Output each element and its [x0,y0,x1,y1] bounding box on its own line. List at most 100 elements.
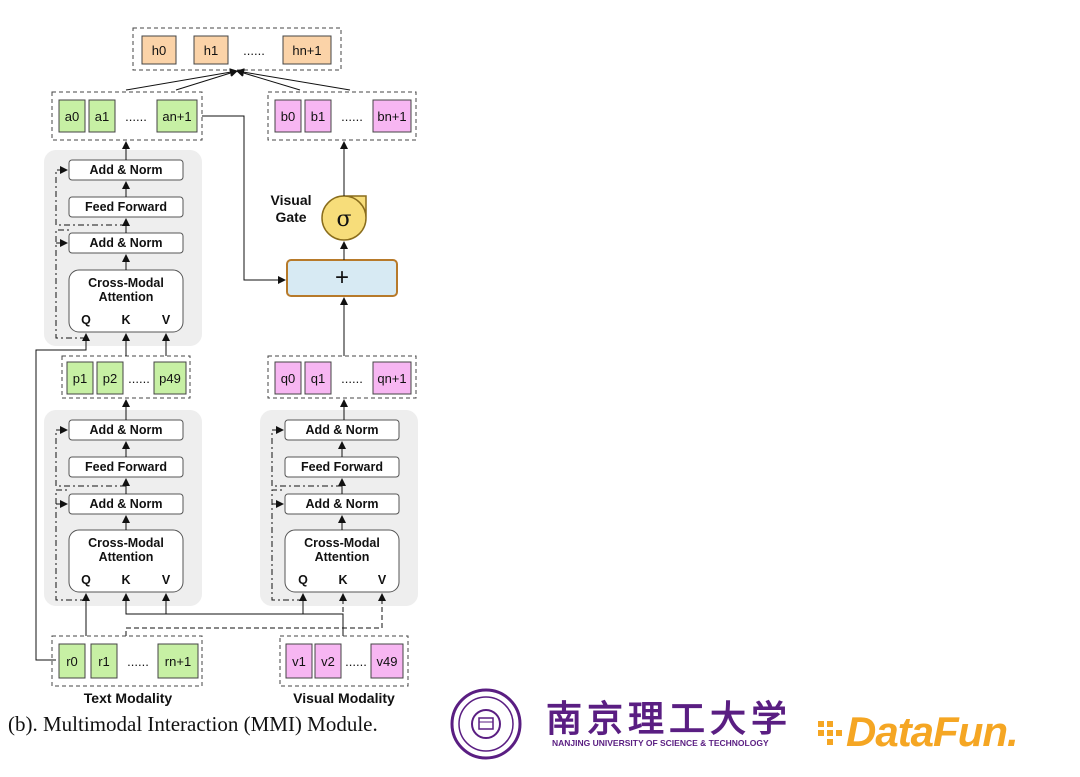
cma-label: Attention [99,550,154,564]
cma-label: Attention [315,550,370,564]
h-token-label: hn+1 [292,43,321,58]
a-token-group [51,91,203,141]
arrow [125,68,238,91]
cma-label: Cross-Modal [88,536,164,550]
h-token-label: h0 [152,43,166,58]
k-label: K [121,313,130,327]
b-token [304,99,332,133]
q-token-label: qn+1 [377,371,406,386]
b-token-label: b1 [311,109,325,124]
q-label: Q [81,573,91,587]
b-ellipsis: ...... [341,109,363,124]
v-token [285,643,313,679]
q-ellipsis: ...... [341,371,363,386]
a-token [58,99,86,133]
b-token-label: b0 [281,109,295,124]
cma-label: Cross-Modal [304,536,380,550]
p-token-label: p1 [73,371,87,386]
datafun-logo-text: DataFun. [846,708,1019,755]
a-ellipsis: ...... [125,109,147,124]
k-label: K [121,573,130,587]
r-token-label: r1 [98,654,110,669]
v-label: V [162,573,171,587]
p-token [66,361,94,395]
q-label: Q [81,313,91,327]
p-token-label: p2 [103,371,117,386]
visual-gate-icon [321,195,367,241]
r-token-label: r0 [66,654,78,669]
a-token [88,99,116,133]
university-name-en: NANJING UNIVERSITY OF SCIENCE & TECHNOLO… [552,738,769,748]
sigma-symbol: σ [336,207,351,232]
b-token-group [267,91,417,141]
b-token [372,99,412,133]
h-token [141,35,177,65]
university-seal-logo [450,688,522,760]
university-name-cn: 南京理工大学 [546,698,793,740]
visual-modality-label: Visual Modality [293,690,395,706]
cma-label: Cross-Modal [88,276,164,290]
k-label: K [338,573,347,587]
residual-line [55,426,126,487]
fusion-plus: + [335,264,349,291]
b-token-label: bn+1 [377,109,406,124]
r-token-label: rn+1 [165,654,191,669]
arrow [122,593,344,636]
v-token [370,643,404,679]
b-token [274,99,302,133]
residual-line [55,166,126,226]
v-ellipsis: ...... [345,654,367,669]
v-token-label: v1 [292,654,306,669]
v-token-label: v2 [321,654,335,669]
q-token [274,361,302,395]
dashed-connection [125,593,386,636]
h-token [193,35,229,65]
q-label: Q [298,573,308,587]
feed-forward-label: Feed Forward [301,460,383,474]
add-norm-label: Add & Norm [90,497,163,511]
q-token-label: q1 [311,371,325,386]
add-norm-box [284,419,400,441]
p-ellipsis: ...... [128,371,150,386]
a-token [156,99,198,133]
visual-gate-label: Visual [271,192,312,208]
feed-forward-label: Feed Forward [85,200,167,214]
v-label: V [162,313,171,327]
add-norm-label: Add & Norm [90,423,163,437]
h-token [282,35,332,65]
residual-line [271,489,303,601]
h-token-label: h1 [204,43,218,58]
q-token-label: q0 [281,371,295,386]
q-token [304,361,332,395]
datafun-logo: DataFun. [816,708,1019,756]
arrow [236,68,351,91]
residual-line [55,229,86,339]
a-token-label: a0 [65,109,79,124]
add-norm-label: Add & Norm [90,163,163,177]
visual-gate-label: Gate [275,209,306,225]
text-modality-label: Text Modality [84,690,173,706]
v-token [314,643,342,679]
v-token-label: v49 [377,654,398,669]
r-token [157,643,199,679]
v-token-group [279,635,409,687]
arrow [175,69,238,91]
p-token [153,361,187,395]
arrow [236,69,301,91]
r-ellipsis: ...... [127,654,149,669]
r-token [58,643,86,679]
a-token-label: an+1 [162,109,191,124]
p-token [96,361,124,395]
residual-line [55,489,86,601]
datafun-dots-icon [818,721,842,745]
p-token-label: p49 [159,371,181,386]
arrow [202,115,286,284]
r-token [90,643,118,679]
fusion-box [286,259,398,297]
residual-line [271,426,342,487]
add-norm-label: Add & Norm [306,423,379,437]
a-token-label: a1 [95,109,109,124]
cma-label: Attention [99,290,154,304]
figure-caption: (b). Multimodal Interaction (MMI) Module… [8,712,378,736]
